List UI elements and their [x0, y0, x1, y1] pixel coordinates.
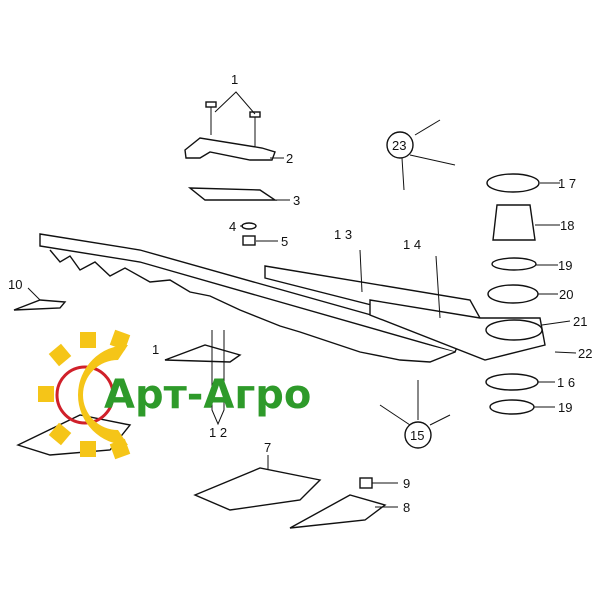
ring-part: [485, 373, 539, 391]
pin-part: [435, 255, 441, 319]
callout-11: 1: [152, 342, 159, 357]
pin-part: [359, 249, 363, 293]
callout-14: 1 4: [403, 237, 421, 252]
bushing-part: [492, 204, 536, 241]
callout-16: 1 6: [557, 375, 575, 390]
callout-12: 1 2: [209, 425, 227, 440]
guard-part: [289, 494, 387, 529]
plate-part: [187, 187, 278, 201]
callout-1: 1: [231, 72, 238, 87]
clamp-part: [184, 137, 276, 161]
callout-20: 20: [559, 287, 573, 302]
washer-part: [241, 222, 257, 230]
circlip-part: [489, 399, 535, 415]
bearing-part: [487, 284, 539, 304]
callout-circle-23: [386, 131, 414, 159]
callout-2: 2: [286, 151, 293, 166]
callout-15: 15: [410, 428, 424, 443]
callout-19-top: 19: [558, 258, 572, 273]
nut-part: [242, 235, 256, 246]
callout-18: 18: [560, 218, 574, 233]
callout-3: 3: [293, 193, 300, 208]
logo-text: Арт-Агро: [104, 372, 311, 418]
arto-agro-logo: Арт-Агро: [38, 329, 311, 460]
callout-17: 1 7: [558, 176, 576, 191]
arm-part: [369, 299, 546, 361]
circlip-part: [491, 257, 537, 271]
callout-21: 21: [573, 314, 587, 329]
callout-5: 5: [281, 234, 288, 249]
cutter-bar-part: [39, 233, 461, 363]
callout-7: 7: [264, 440, 271, 455]
callout-23: 23: [392, 138, 406, 153]
callout-10: 10: [8, 277, 22, 292]
guard-part: [193, 467, 322, 511]
knife-section-part: [13, 299, 67, 311]
bolt-part: [205, 91, 261, 148]
callout-22: 22: [578, 346, 592, 361]
callout-9: 9: [403, 476, 410, 491]
callout-4: 4: [229, 219, 236, 234]
direction-arrows: [379, 119, 456, 426]
bearing-cap-part: [486, 173, 540, 193]
callout-circle-15: [404, 421, 432, 449]
callout-8: 8: [403, 500, 410, 515]
callout-13: 1 3: [334, 227, 352, 242]
callout-19-bottom: 19: [558, 400, 572, 415]
